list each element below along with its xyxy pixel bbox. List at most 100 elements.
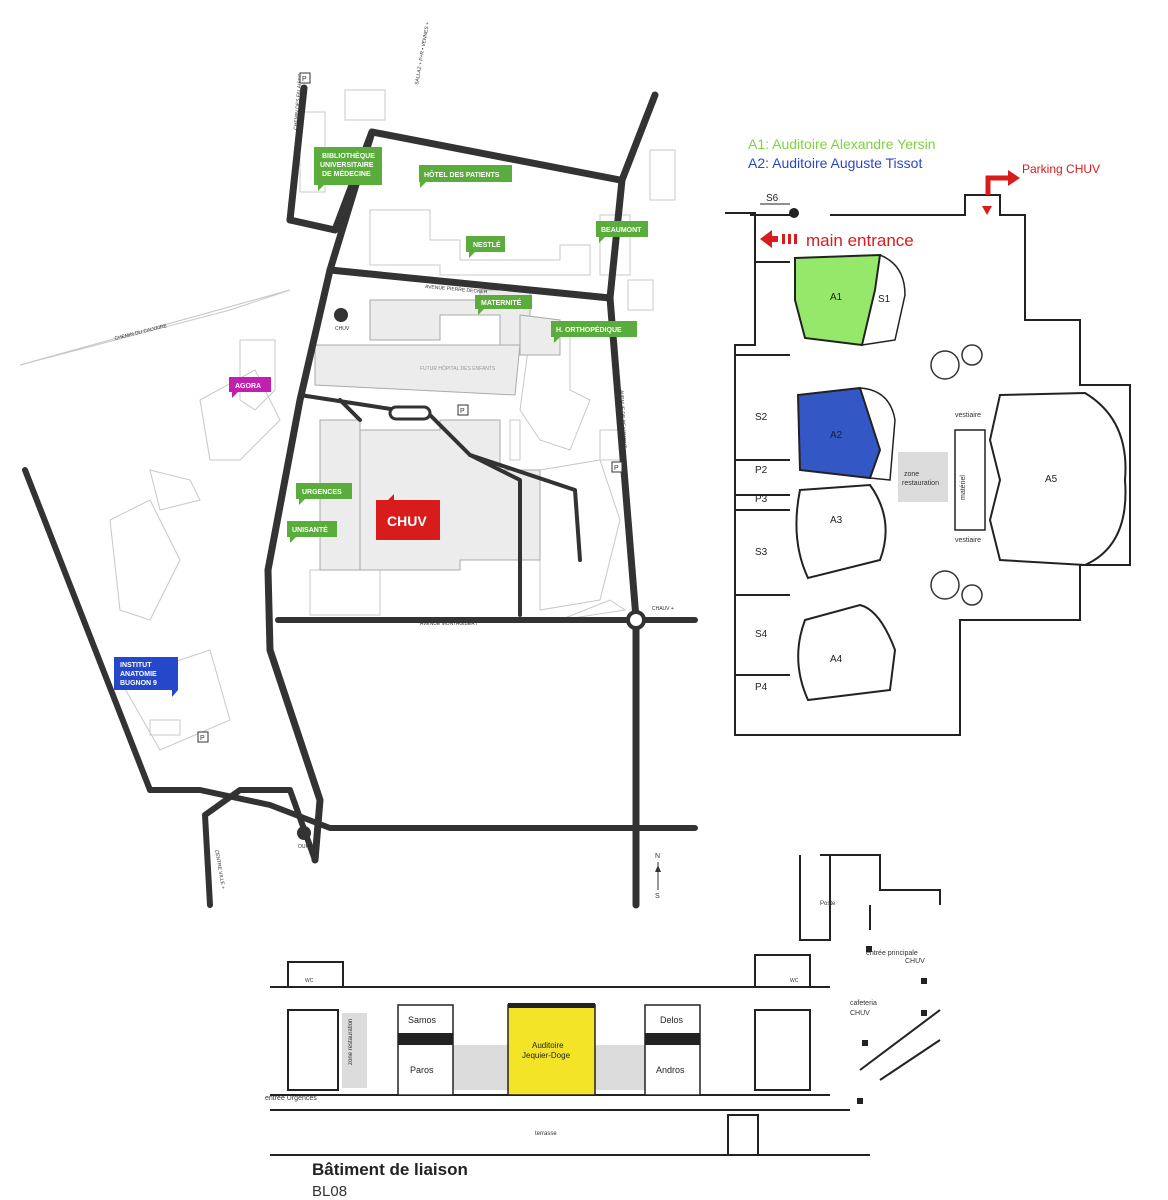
room-p3-label: P3 (755, 494, 768, 505)
metro-icon (334, 308, 348, 322)
street-avenue-montagibert: AVENUE MONTAGIBERT (420, 621, 478, 627)
svg-text:zone: zone (904, 471, 919, 478)
street-vallee-vennes: SALLAZ + P+R • VENNES + (414, 22, 431, 86)
svg-text:S: S (655, 893, 660, 900)
room-delos-andros (644, 1004, 701, 1096)
parking-p: P (302, 76, 307, 83)
label-maternite: MATERNITÉ (475, 295, 532, 315)
svg-text:BEAUMONT: BEAUMONT (601, 227, 642, 234)
room-andros-label: Andros (656, 1065, 685, 1075)
wc-label: WC (305, 978, 314, 984)
room-a4-label: A4 (830, 654, 843, 665)
parking-markers: P P P P (197, 72, 623, 743)
entrance-marker-icon (982, 206, 992, 215)
poste-label: Poste (820, 901, 836, 907)
futur-hopital-label: FUTUR HÔPITAL DES ENFANTS (420, 365, 496, 372)
label-nestle: NESTLÉ (466, 236, 505, 258)
svg-text:CHUV: CHUV (850, 1010, 870, 1017)
road-chemin-du-calvaire (22, 467, 153, 793)
label-urgences: URGENCES (296, 483, 352, 505)
label-institut: INSTITUT ANATOMIE BUGNON 9 (114, 657, 178, 697)
street-rue-du-bugnon: RUE DU BUGNON (282, 437, 295, 480)
svg-text:H. ORTHOPÉDIQUE: H. ORTHOPÉDIQUE (556, 325, 622, 334)
road-inner-north (338, 398, 362, 422)
parking-p: P (200, 735, 205, 742)
liaison-title: Bâtiment de liaison (312, 1160, 468, 1179)
room-a3-label: A3 (830, 515, 843, 526)
svg-text:CHUV: CHUV (335, 326, 350, 332)
auditoire-jequier-doge (507, 1004, 596, 1096)
road-east (606, 91, 659, 909)
liaison-code: BL08 (312, 1183, 348, 1200)
label-bibliotheque: BIBLIOTHÈQUE UNIVERSITAIRE DE MÉDECINE (314, 147, 382, 191)
label-h-ortho: H. ORTHOPÉDIQUE (551, 321, 637, 343)
svg-text:Jequier-Doge: Jequier-Doge (522, 1051, 571, 1060)
street-avenue-pierre-decker: AVENUE PIERRE DECKER (425, 284, 488, 295)
campus-map: FUTUR HÔPITAL DES ENFANTS CHEMIN PIERRE … (19, 22, 698, 909)
room-s6-label: S6 (766, 193, 779, 204)
room-a2-label: A2 (830, 430, 843, 441)
svg-text:OURS: OURS (298, 844, 313, 850)
svg-text:CHUV: CHUV (387, 513, 427, 529)
label-agora: AGORA (229, 377, 271, 398)
legend-a1: A1: Auditoire Alexandre Yersin (748, 136, 936, 152)
floor-plan: A1 S1 A2 A3 A4 A5 zone restauration maté… (725, 136, 1131, 736)
svg-text:DE MÉDECINE: DE MÉDECINE (322, 169, 371, 178)
svg-text:CHUV: CHUV (905, 958, 925, 965)
pillars (857, 946, 927, 1104)
parking-chuv-label: Parking CHUV (1022, 162, 1100, 176)
room-samos-paros (397, 1004, 454, 1096)
svg-text:NESTLÉ: NESTLÉ (473, 240, 501, 249)
materiel-label: matériel (960, 475, 967, 500)
road-avenue-pierre-decker (326, 266, 614, 302)
entree-principale-label: entrée principale (866, 950, 918, 957)
stairs-icon (930, 344, 983, 606)
arrow-head-icon (1008, 170, 1020, 186)
room-a5 (988, 391, 1127, 567)
room-samos-label: Samos (408, 1015, 437, 1025)
metro-icon (297, 826, 311, 840)
label-unisante: UNISANTÉ (287, 521, 337, 543)
liaison-plan: zone restauration Samos Paros Delos Andr… (265, 854, 941, 1156)
road-inner-east (468, 453, 582, 562)
wc-label: WC (790, 978, 799, 984)
room-p4-label: P4 (755, 682, 768, 693)
svg-text:HÔTEL DES PATIENTS: HÔTEL DES PATIENTS (424, 170, 500, 179)
liaison-zone-restauration (342, 1013, 367, 1088)
room-delos-label: Delos (660, 1015, 684, 1025)
svg-text:AGORA: AGORA (235, 383, 261, 390)
corridor-grey (453, 1045, 508, 1090)
street-avenue-beaumont: AVENUE DE BEAUMONT (618, 390, 627, 448)
room-s2-label: S2 (755, 412, 768, 423)
street-chemin-calvaire-top: CHEMIN DES FALAISES (293, 73, 304, 130)
building-labels: BIBLIOTHÈQUE UNIVERSITAIRE DE MÉDECINE H… (114, 147, 648, 697)
svg-text:N: N (655, 853, 660, 860)
parking-p: P (460, 408, 465, 415)
main-entrance-label: main entrance (806, 231, 914, 250)
svg-text:URGENCES: URGENCES (302, 489, 342, 496)
floor-plan-walls (725, 194, 1131, 736)
label-hotel-patients: HÔTEL DES PATIENTS (419, 165, 512, 188)
room-s3-label: S3 (755, 547, 768, 558)
cafeteria-label: cafeteria (850, 1000, 877, 1007)
room-paros-label: Paros (410, 1065, 434, 1075)
svg-text:ANATOMIE: ANATOMIE (120, 671, 157, 678)
terrasse-label: terrasse (535, 1131, 557, 1137)
road-lower-fork (202, 787, 318, 908)
road-north-west (286, 84, 308, 224)
inner-loop (388, 405, 432, 421)
vestiaire-label: vestiaire (955, 537, 981, 544)
room-a2 (796, 386, 882, 480)
svg-text:UNIVERSITAIRE: UNIVERSITAIRE (320, 162, 374, 169)
compass-icon: N S (655, 853, 661, 900)
svg-text:INSTITUT: INSTITUT (120, 662, 152, 669)
street-chemin-du-calvaire: CHEMIN DU CALVAIRE (114, 323, 168, 342)
roundabout (626, 610, 646, 630)
svg-text:restauration: restauration (902, 480, 939, 487)
svg-text:Auditoire: Auditoire (532, 1041, 564, 1050)
room-a5-label: A5 (1045, 474, 1058, 485)
label-beaumont: BEAUMONT (596, 221, 648, 243)
road-lower (147, 787, 698, 831)
parking-arrow-icon (985, 175, 1010, 195)
